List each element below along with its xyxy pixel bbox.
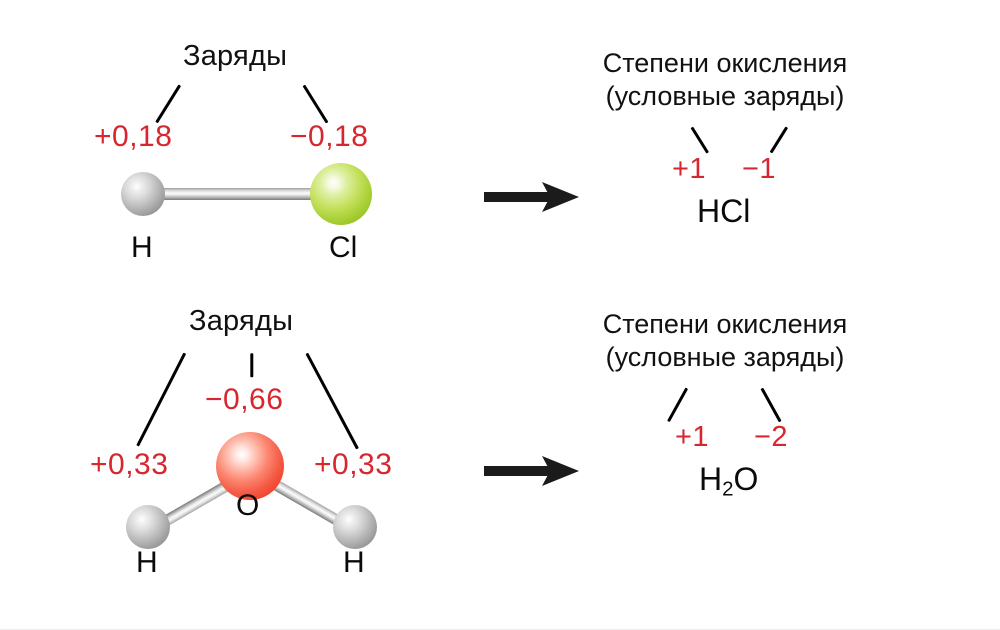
- hcl-state-leader-left: [690, 126, 709, 154]
- h2o-formula-h: H: [699, 461, 723, 497]
- h2o-o-partial-charge: −0,66: [205, 383, 284, 416]
- h2o-h-oxidation-state: +1: [675, 421, 710, 453]
- hcl-state-leader-right: [770, 126, 789, 154]
- hcl-atom-cl-sphere: [310, 163, 372, 225]
- h2o-oxidation-title: Степени окисления (условные заряды): [560, 308, 890, 374]
- h2o-leader-line-center: [250, 353, 254, 378]
- h2o-state-leader-left: [667, 387, 689, 423]
- hcl-leader-line-left: [155, 84, 182, 124]
- h2o-formula-subscript: 2: [722, 477, 734, 501]
- hcl-leader-line-right: [302, 84, 329, 124]
- hcl-atom-h-label: H: [131, 231, 153, 264]
- h2o-charges-callout-label: Заряды: [189, 305, 294, 337]
- h2o-leader-line-right: [305, 352, 359, 450]
- hcl-h-partial-charge: +0,18: [94, 120, 173, 153]
- h2o-atom-h1-label: H: [136, 546, 158, 579]
- h2o-atom-o-sphere: [216, 432, 284, 500]
- h2o-oxidation-title-line2: (условные заряды): [605, 341, 845, 372]
- hcl-oxidation-title: Степени окисления (условные заряды): [560, 47, 890, 113]
- h2o-atom-h2-label: H: [343, 546, 365, 579]
- h2o-h1-partial-charge: +0,33: [90, 448, 169, 481]
- hcl-formula: HCl: [697, 193, 751, 229]
- h2o-o-oxidation-state: −2: [754, 421, 789, 453]
- hcl-oxidation-title-line2: (условные заряды): [605, 80, 845, 111]
- h2o-atom-o-label: O: [236, 489, 260, 522]
- h2o-state-leader-right: [760, 387, 782, 423]
- h2o-h2-partial-charge: +0,33: [314, 448, 393, 481]
- hcl-charges-callout-label: Заряды: [183, 40, 288, 72]
- hcl-oxidation-title-line1: Степени окисления: [602, 48, 848, 78]
- h2o-oxidation-title-line1: Степени окисления: [602, 309, 848, 339]
- h2o-formula-o: O: [733, 461, 759, 497]
- h2o-atom-h1-sphere: [126, 505, 170, 549]
- hcl-atom-cl-label: Cl: [329, 231, 358, 264]
- h2o-formula: H2O: [699, 461, 759, 501]
- hcl-bond: [142, 188, 342, 200]
- hcl-h-oxidation-state: +1: [672, 153, 707, 185]
- hcl-cl-oxidation-state: −1: [742, 153, 777, 185]
- hcl-transform-arrow-icon: [482, 178, 582, 216]
- h2o-leader-line-left: [136, 352, 187, 447]
- hcl-atom-h-sphere: [121, 172, 165, 216]
- h2o-atom-h2-sphere: [333, 505, 377, 549]
- h2o-transform-arrow-icon: [482, 452, 582, 490]
- hcl-cl-partial-charge: −0,18: [290, 120, 369, 153]
